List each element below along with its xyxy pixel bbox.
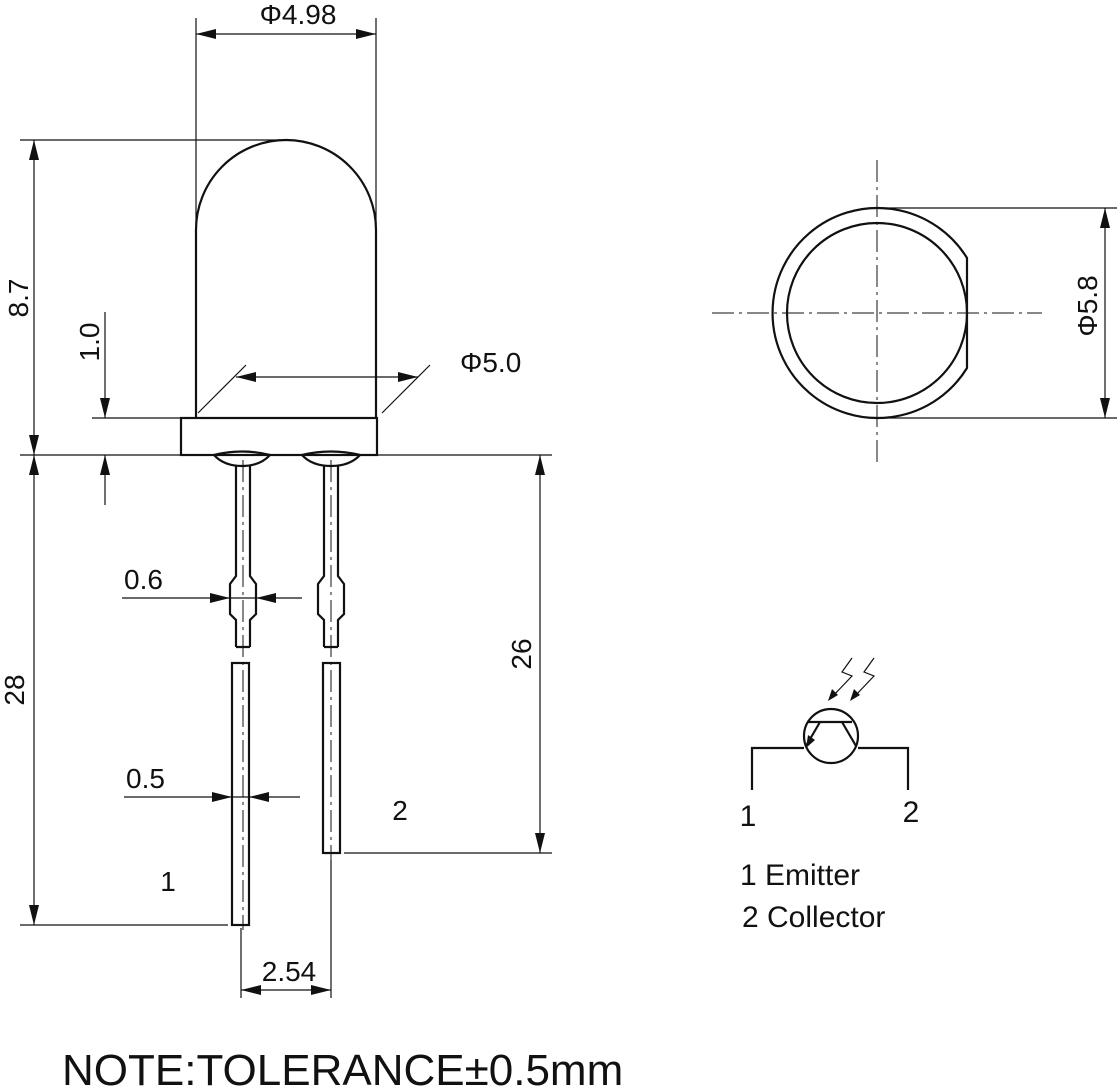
side-view <box>179 138 379 930</box>
light-arrow-1 <box>831 657 854 698</box>
pin-1-label: 1 <box>160 866 176 897</box>
flange-outline <box>771 206 969 420</box>
lead-length-long-label: 28 <box>0 674 30 705</box>
schematic-symbol: 1 2 1 Emitter 2 Collector <box>740 657 920 934</box>
dim-body-diameter: Φ5.0 <box>197 347 521 414</box>
lead-width-upper-label: 0.6 <box>124 564 163 595</box>
lens-diameter-label: Φ4.98 <box>260 0 337 30</box>
dim-flange-height: 1.0 <box>74 312 181 505</box>
dim-lead-length-short: 26 <box>344 454 552 854</box>
dim-lens-diameter: Φ4.98 <box>195 0 377 228</box>
dim-overall-height: 8.7 <box>3 139 290 456</box>
flange-height-label: 1.0 <box>74 323 105 362</box>
pin-2-label: 2 <box>392 795 408 826</box>
lead-spacing-label: 2.54 <box>262 956 317 987</box>
tolerance-note: NOTE:TOLERANCE±0.5mm <box>62 1046 623 1090</box>
lead-1-lower <box>230 661 251 927</box>
dim-lead-spacing: 2.54 <box>240 860 332 998</box>
schematic-pin-2: 2 <box>903 796 920 829</box>
lens-outline <box>194 138 378 418</box>
lead-length-short-label: 26 <box>506 638 537 669</box>
dim-lead-width-upper: 0.6 <box>122 564 302 603</box>
dim-lead-length-long: 28 <box>0 455 228 926</box>
legend-emitter: 1 Emitter <box>740 859 860 892</box>
light-arrow-2 <box>853 657 876 698</box>
transistor-circle <box>802 707 860 765</box>
overall-height-label: 8.7 <box>3 279 34 318</box>
lead-bulge-1 <box>213 450 273 468</box>
top-view: Φ5.8 <box>712 160 1117 465</box>
body-diameter-label: Φ5.0 <box>460 347 521 378</box>
dim-lead-width-lower: 0.5 <box>124 763 300 802</box>
flange <box>179 416 379 457</box>
legend-collector: 2 Collector <box>742 901 885 934</box>
lead-width-lower-label: 0.5 <box>126 763 165 794</box>
lead-bulge-2 <box>301 450 363 468</box>
flange-diameter-label: Φ5.8 <box>1072 275 1103 336</box>
schematic-pin-1: 1 <box>740 800 757 833</box>
